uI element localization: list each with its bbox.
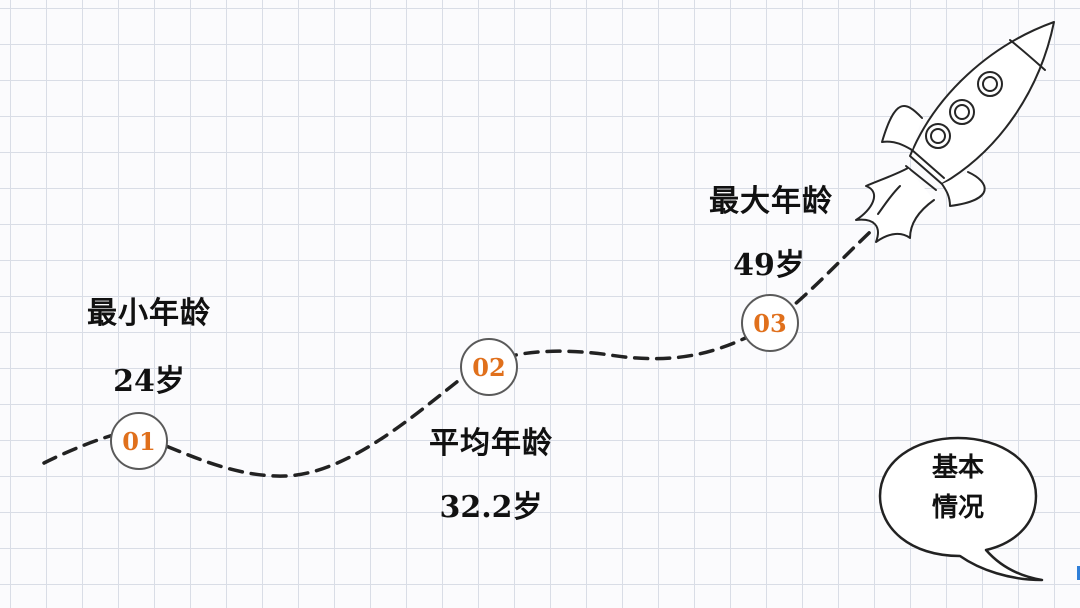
bubble-label-line-2: 情况 [931,493,984,523]
bubble-label-line-1: 基本 [931,453,984,483]
milestone-2-title: 平均年龄 [429,426,553,461]
milestone-2-value: 32.2岁 [439,490,543,525]
rocket-icon [855,21,1055,243]
speech-bubble-icon [878,436,1044,582]
milestone-3-title: 最大年龄 [709,184,833,219]
milestone-1-marker: 01 [110,412,168,470]
milestone-3-value: 49岁 [733,248,805,283]
milestone-3-marker: 03 [741,294,799,352]
milestone-2-marker: 02 [460,338,518,396]
milestone-1-value: 24岁 [113,364,185,399]
milestone-1-title: 最小年龄 [87,296,211,331]
edge-tab [1077,566,1080,580]
bubble-label: 基本 情况 [898,448,1018,528]
